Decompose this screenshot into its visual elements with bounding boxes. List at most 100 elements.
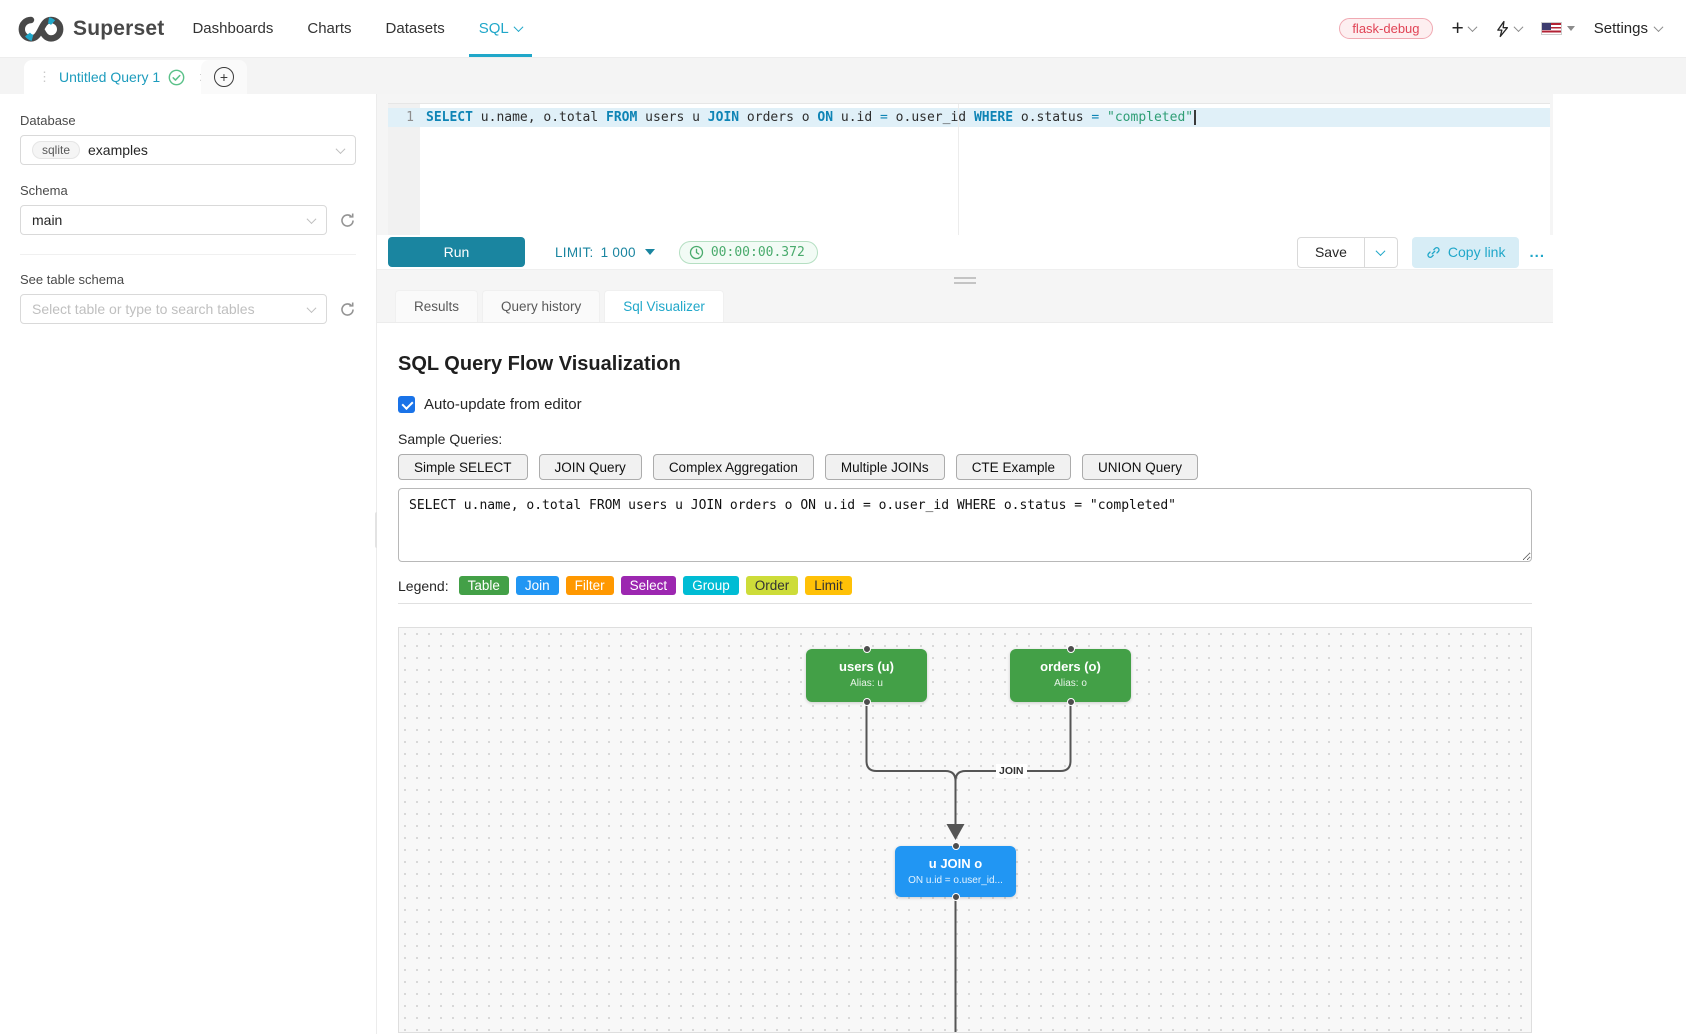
nav-item-sql[interactable]: SQL bbox=[468, 0, 532, 57]
caret-down-icon bbox=[644, 249, 655, 255]
database-label: Database bbox=[20, 113, 76, 128]
result-tabs: Results Query history Sql Visualizer bbox=[377, 290, 1553, 323]
save-options-button[interactable] bbox=[1364, 236, 1398, 268]
chevron-down-icon bbox=[1513, 22, 1524, 33]
page-title: SQL Query Flow Visualization bbox=[398, 353, 681, 375]
legend-label: Legend: bbox=[398, 577, 449, 594]
auto-update-checkbox[interactable] bbox=[398, 396, 415, 413]
settings-menu[interactable]: Settings bbox=[1594, 20, 1664, 37]
chevron-down-icon bbox=[306, 213, 317, 224]
superset-logo[interactable]: Superset bbox=[18, 14, 164, 44]
sample-queries-label: Sample Queries: bbox=[398, 431, 503, 447]
superset-infinity-icon bbox=[18, 16, 64, 42]
splitter-grip-icon bbox=[954, 276, 976, 284]
sample-join-query-button[interactable]: JOIN Query bbox=[538, 454, 642, 480]
sample-complex-aggregation-button[interactable]: Complex Aggregation bbox=[652, 454, 814, 480]
sql-lab-sidebar: Database sqlite examples Schema main See… bbox=[0, 94, 377, 1034]
chevron-down-icon bbox=[1653, 22, 1664, 33]
flow-node-orders[interactable]: orders (o) Alias: o bbox=[1010, 645, 1131, 706]
sql-code-editor[interactable]: 1 SELECT u.name, o.total FROM users u JO… bbox=[388, 103, 1550, 235]
us-flag-icon bbox=[1540, 22, 1562, 35]
legend-badge-select: Select bbox=[620, 576, 677, 595]
tab-sql-visualizer[interactable]: Sql Visualizer bbox=[604, 290, 724, 322]
node-handle bbox=[951, 842, 960, 850]
tab-results[interactable]: Results bbox=[395, 290, 479, 322]
circle-plus-icon: + bbox=[214, 67, 234, 87]
new-query-tab-button[interactable]: + bbox=[201, 60, 247, 94]
auto-update-label: Auto-update from editor bbox=[424, 396, 582, 413]
sql-code-line: SELECT u.name, o.total FROM users u JOIN… bbox=[426, 110, 1197, 125]
query-flow-canvas[interactable]: JOIN users (u) Alias: u orders (o) Alias… bbox=[398, 627, 1532, 1033]
node-handle bbox=[951, 893, 960, 901]
more-actions-button[interactable]: ... bbox=[1529, 243, 1545, 261]
run-toolbar: Run LIMIT: 1 000 00:00:00.372 Save bbox=[377, 235, 1553, 270]
query-search-button[interactable] bbox=[1495, 20, 1524, 38]
chevron-down-icon bbox=[1467, 22, 1478, 33]
schema-select[interactable]: main bbox=[20, 205, 327, 235]
chevron-down-icon bbox=[513, 22, 524, 33]
nav-item-charts[interactable]: Charts bbox=[307, 20, 352, 37]
sql-visualizer-panel: SQL Query Flow Visualization Auto-update… bbox=[377, 323, 1553, 1034]
query-tab-strip: ⋮ Untitled Query 1 × + bbox=[0, 58, 1686, 94]
sql-editor-pane: 1 SELECT u.name, o.total FROM users u JO… bbox=[377, 94, 1553, 1034]
active-line-highlight bbox=[388, 108, 1550, 127]
nav-item-dashboards[interactable]: Dashboards bbox=[192, 20, 274, 37]
flow-node-users[interactable]: users (u) Alias: u bbox=[806, 645, 927, 706]
table-schema-label: See table schema bbox=[20, 272, 125, 287]
brand-name: Superset bbox=[73, 16, 165, 40]
refresh-schema-icon[interactable] bbox=[339, 212, 356, 229]
chevron-down-icon bbox=[306, 302, 317, 313]
table-select[interactable] bbox=[20, 294, 327, 324]
language-picker[interactable] bbox=[1540, 22, 1575, 35]
line-number: 1 bbox=[406, 110, 414, 125]
edge-label-join: JOIN bbox=[996, 764, 1027, 778]
node-handle bbox=[862, 645, 871, 653]
top-nav: Superset Dashboards Charts Datasets SQL … bbox=[0, 0, 1686, 58]
results-splitter[interactable] bbox=[377, 270, 1553, 290]
sample-query-buttons: Simple SELECT JOIN Query Complex Aggrega… bbox=[398, 454, 1532, 480]
auto-update-checkbox-row[interactable]: Auto-update from editor bbox=[398, 396, 1532, 413]
tab-query-history[interactable]: Query history bbox=[482, 290, 601, 322]
database-select[interactable]: sqlite examples bbox=[20, 135, 356, 165]
limit-dropdown[interactable]: LIMIT: 1 000 bbox=[555, 245, 655, 260]
plus-icon: + bbox=[1451, 17, 1464, 40]
legend-badge-filter: Filter bbox=[565, 576, 614, 595]
toolbar-right: Save Copy link ... bbox=[1296, 236, 1545, 268]
db-engine-badge: sqlite bbox=[32, 141, 81, 159]
flow-edges bbox=[865, 702, 1072, 1032]
chevron-down-icon bbox=[1375, 245, 1386, 256]
node-handle bbox=[1066, 645, 1075, 653]
query-tab-title: Untitled Query 1 bbox=[59, 69, 161, 85]
sample-simple-select-button[interactable]: Simple SELECT bbox=[398, 454, 528, 480]
nav-right-cluster: flask-debug + Settings bbox=[1339, 17, 1664, 40]
legend-row: Legend: Table Join Filter Select Group O… bbox=[398, 576, 1532, 595]
flow-node-join[interactable]: u JOIN o ON u.id = o.user_id... bbox=[895, 842, 1016, 901]
nav-menu: Dashboards Charts Datasets SQL bbox=[192, 0, 532, 57]
refresh-tables-icon[interactable] bbox=[339, 301, 356, 318]
saved-check-icon bbox=[168, 69, 185, 85]
run-button[interactable]: Run bbox=[388, 237, 525, 267]
sample-multiple-joins-button[interactable]: Multiple JOINs bbox=[824, 454, 945, 480]
new-item-button[interactable]: + bbox=[1451, 17, 1478, 40]
schema-value: main bbox=[32, 212, 63, 228]
legend-badge-limit: Limit bbox=[805, 576, 852, 595]
query-tab[interactable]: ⋮ Untitled Query 1 × bbox=[24, 60, 224, 94]
sidebar-divider bbox=[20, 254, 356, 255]
link-icon bbox=[1427, 246, 1440, 258]
node-handle bbox=[862, 698, 871, 706]
text-cursor bbox=[1194, 110, 1197, 125]
nav-item-datasets[interactable]: Datasets bbox=[385, 20, 445, 37]
query-timer-badge: 00:00:00.372 bbox=[678, 240, 818, 264]
sample-union-query-button[interactable]: UNION Query bbox=[1081, 454, 1198, 480]
query-input-textarea[interactable]: SELECT u.name, o.total FROM users u JOIN… bbox=[398, 488, 1532, 562]
copy-link-button[interactable]: Copy link bbox=[1411, 236, 1520, 268]
table-search-input[interactable] bbox=[32, 301, 300, 317]
save-button[interactable]: Save bbox=[1296, 236, 1365, 268]
drag-handle-icon[interactable]: ⋮ bbox=[38, 69, 51, 84]
database-value: examples bbox=[88, 142, 148, 158]
sample-cte-example-button[interactable]: CTE Example bbox=[955, 454, 1071, 480]
environment-badge: flask-debug bbox=[1339, 18, 1433, 39]
timer-value: 00:00:00.372 bbox=[710, 244, 805, 260]
clock-icon bbox=[689, 245, 704, 259]
